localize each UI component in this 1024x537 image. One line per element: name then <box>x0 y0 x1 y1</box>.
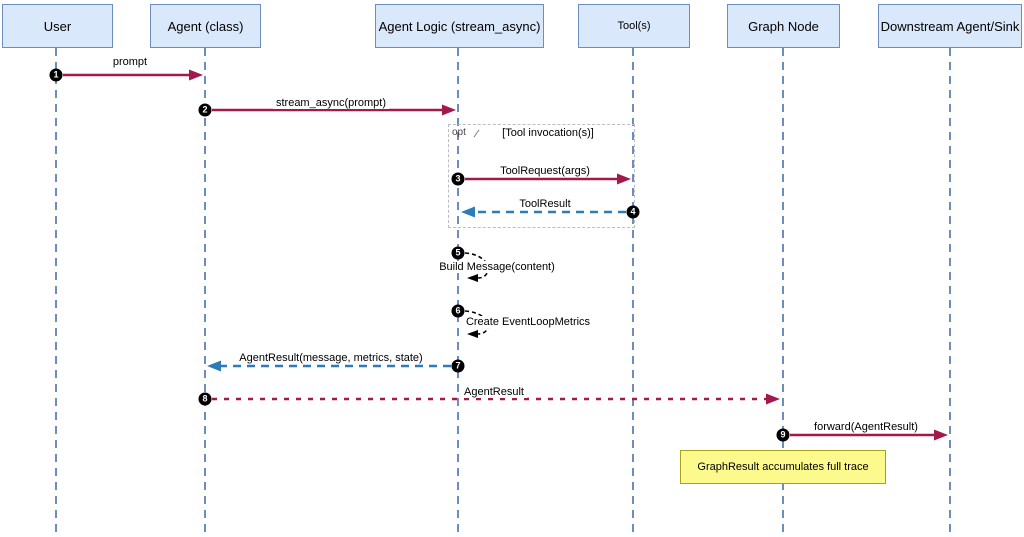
message-label-stream-async: stream_async(prompt) <box>272 97 390 109</box>
sequence-badge-7: 7 <box>451 359 465 373</box>
sequence-badge-9: 9 <box>776 428 790 442</box>
arrowhead-agent-result-forward <box>766 393 780 405</box>
opt-fragment <box>448 124 635 228</box>
actor-graph-node-label: Graph Node <box>748 18 819 34</box>
message-label-prompt: prompt <box>109 56 151 68</box>
sequence-badge-8: 8 <box>198 392 212 406</box>
arrowhead-stream-async <box>442 104 456 116</box>
arrowhead-build-message <box>467 274 478 282</box>
arrowhead-create-metrics <box>467 330 478 338</box>
graph-result-note: GraphResult accumulates full trace <box>680 450 886 484</box>
sequence-badge-2: 2 <box>198 103 212 117</box>
message-label-tool-request: ToolRequest(args) <box>497 165 593 177</box>
actor-graph-node: Graph Node <box>727 4 840 48</box>
sequence-badge-1: 1 <box>49 68 63 82</box>
graph-result-note-text: GraphResult accumulates full trace <box>697 461 869 473</box>
sequence-badge-5: 5 <box>451 246 465 260</box>
opt-fragment-guard: [Tool invocation(s)] <box>502 127 594 139</box>
message-label-agent-result-return: AgentResult(message, metrics, state) <box>236 352 426 364</box>
arrowhead-prompt <box>189 69 203 81</box>
message-label-build-message: Build Message(content) <box>436 261 558 273</box>
actor-tools: Tool(s) <box>578 4 690 48</box>
arrowhead-agent-result-return <box>207 360 221 372</box>
message-label-agent-result: AgentResult <box>461 386 527 398</box>
sequence-badge-6: 6 <box>451 304 465 318</box>
arrowhead-forward <box>934 429 948 441</box>
message-label-create-metrics: Create EventLoopMetrics <box>462 316 594 328</box>
message-label-forward: forward(AgentResult) <box>811 421 921 433</box>
actor-tools-label: Tool(s) <box>617 20 651 32</box>
sequence-badge-4: 4 <box>626 205 640 219</box>
actor-agent-logic-label: Agent Logic (stream_async) <box>378 18 541 34</box>
actor-user: User <box>2 4 113 48</box>
actor-agent-label: Agent (class) <box>167 18 244 34</box>
sequence-badge-3: 3 <box>451 172 465 186</box>
actor-downstream: Downstream Agent/Sink <box>878 4 1022 48</box>
actor-agent: Agent (class) <box>150 4 261 48</box>
actor-user-label: User <box>43 18 72 34</box>
message-label-tool-result: ToolResult <box>516 198 574 210</box>
opt-fragment-operator: opt <box>452 127 466 138</box>
actor-agent-logic: Agent Logic (stream_async) <box>375 4 544 48</box>
actor-downstream-label: Downstream Agent/Sink <box>880 18 1020 34</box>
